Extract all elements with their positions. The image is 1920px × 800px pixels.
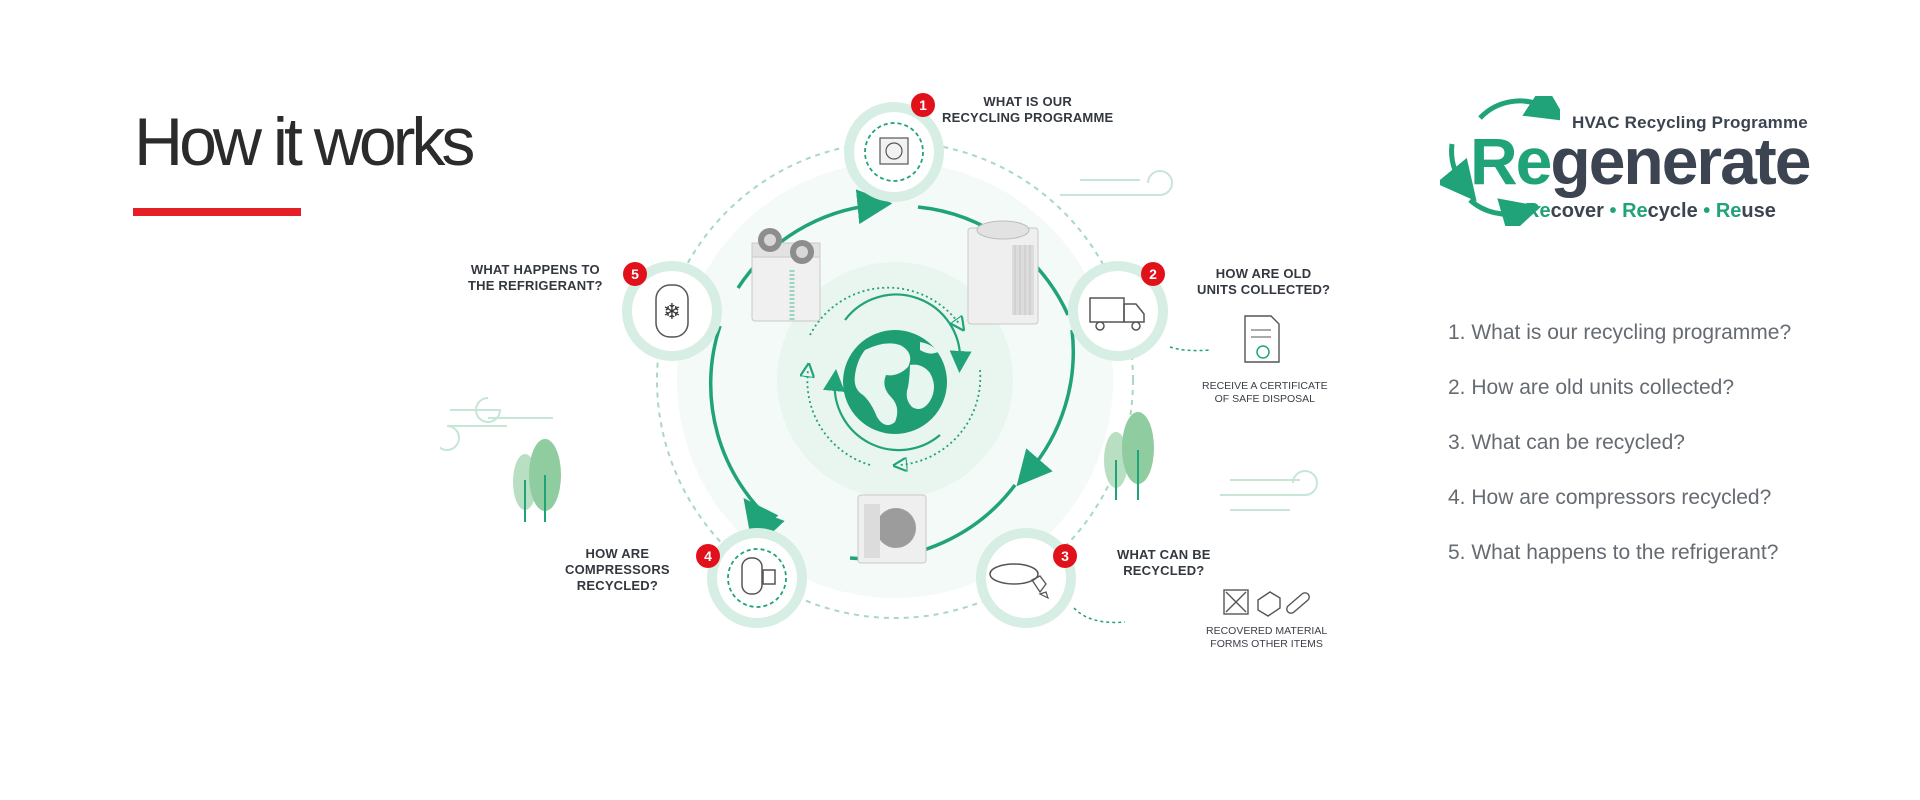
logo-subtitle: HVAC Recycling Programme — [1572, 113, 1808, 132]
title-underline — [133, 208, 301, 216]
faq-item-1[interactable]: 1. What is our recycling programme? — [1448, 321, 1792, 344]
step-number-badges: 1 2 3 4 5 — [623, 93, 1165, 568]
faq-item-2[interactable]: 2. How are old units collected? — [1448, 376, 1734, 399]
badge-3: 3 — [1061, 548, 1069, 564]
badge-2: 2 — [1149, 266, 1157, 282]
recovered-materials-icon — [1223, 589, 1310, 617]
step-4-node[interactable] — [707, 528, 807, 628]
faq-item-4[interactable]: 4. How are compressors recycled? — [1448, 486, 1772, 509]
badge-4: 4 — [704, 548, 712, 564]
regenerate-logo — [1435, 82, 1830, 237]
badge-5: 5 — [631, 266, 639, 282]
chiller-unit-icon — [751, 228, 821, 322]
tree-icon-left — [513, 439, 561, 522]
cycle-graphic: ❄ 1 2 3 4 5 — [434, 93, 1318, 628]
logo-tagline: Recover • Recycle • Reuse — [1525, 200, 1776, 222]
step-3-node[interactable] — [976, 528, 1076, 628]
split-ac-unit-icon — [857, 494, 927, 564]
faq-list: 1. What is our recycling programme? 2. H… — [1448, 318, 1791, 593]
tree-icon-right — [1104, 412, 1154, 500]
recycling-cycle-diagram: ❄ 1 2 3 4 5 — [434, 80, 1400, 680]
inner-dotted-ring — [807, 286, 982, 465]
earth-globe-icon — [843, 330, 947, 434]
step-1-node[interactable] — [844, 102, 944, 202]
faq-item-3[interactable]: 3. What can be recycled? — [1448, 431, 1685, 454]
material-connector — [1073, 607, 1126, 624]
page-title: How it works — [134, 104, 475, 180]
badge-1: 1 — [919, 97, 927, 113]
step-2-node[interactable] — [1068, 261, 1168, 361]
vrf-outdoor-unit-icon — [967, 220, 1039, 325]
step-5-node[interactable]: ❄ — [622, 261, 722, 361]
logo-name: Regenerate — [1470, 124, 1812, 198]
globe-arrows — [823, 293, 972, 452]
svg-text:❄: ❄ — [663, 300, 681, 325]
recycle-arrows-icon — [1435, 82, 1567, 237]
faq-item-5[interactable]: 5. What happens to the refrigerant? — [1448, 541, 1779, 564]
certificate-icon — [1244, 315, 1280, 363]
certificate-connector — [1169, 346, 1211, 352]
wind-swirl-icons — [434, 170, 1318, 511]
cycle-arrow-head — [743, 498, 779, 537]
